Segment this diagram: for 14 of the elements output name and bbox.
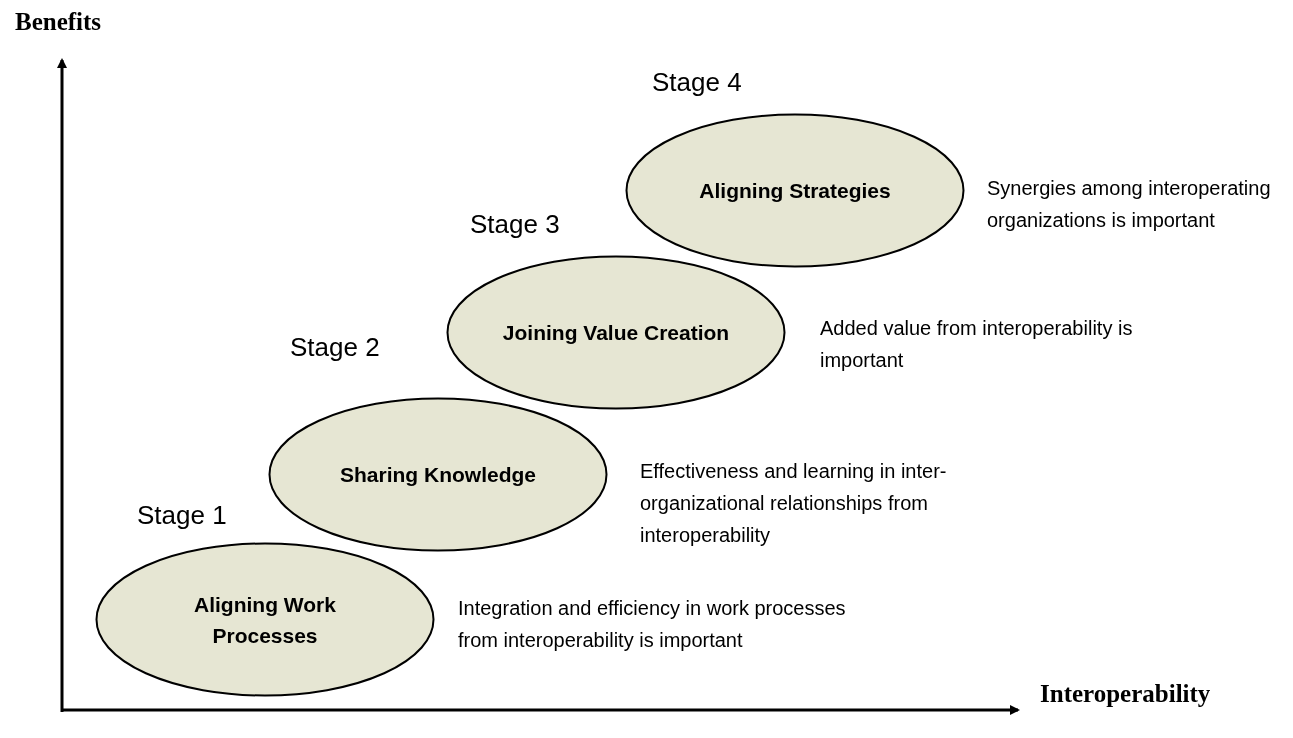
axis-label: Benefits xyxy=(15,8,102,36)
stage-description: Integration and efficiency in work processes from interoperability is important xyxy=(458,596,847,653)
stage-name: Joining Value Creation xyxy=(502,320,730,346)
stage-description: Effectiveness and learning in inter-organizational relationships from interoperability xyxy=(640,459,948,548)
stage-description: Added value from interoperability is important xyxy=(820,316,1134,373)
stage-label: Stage 4 xyxy=(652,67,742,98)
stage-label: Stage 2 xyxy=(290,332,380,363)
stage-label: Stage 3 xyxy=(470,209,560,240)
stage-name: Sharing Knowledge xyxy=(340,462,536,488)
stage-name: Aligning Strategies xyxy=(699,178,891,204)
stage-description: Synergies among interoperating organizations is important xyxy=(987,176,1272,233)
stage-name: Aligning Work Processes xyxy=(193,591,337,649)
stage-label: Stage 1 xyxy=(137,500,227,531)
axis-label: Interoperability xyxy=(1040,680,1211,708)
